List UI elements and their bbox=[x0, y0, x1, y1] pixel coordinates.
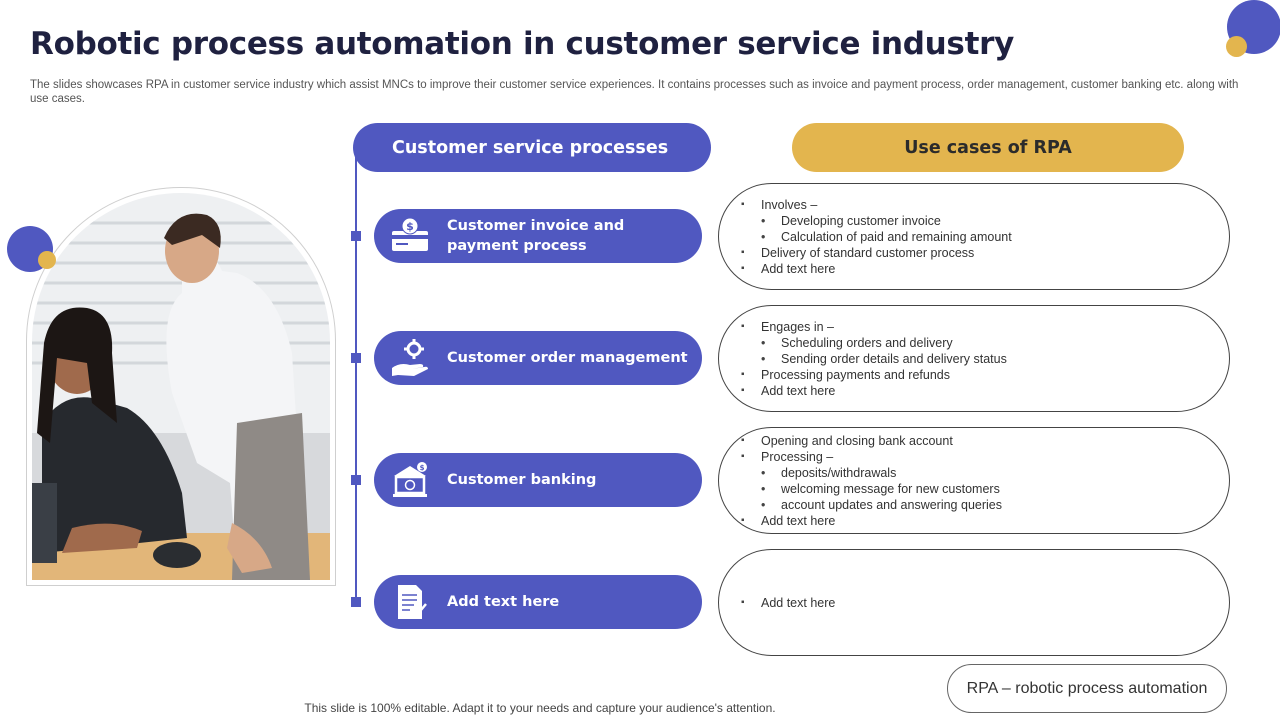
document-icon bbox=[390, 582, 430, 622]
svg-text:$: $ bbox=[420, 464, 425, 472]
use-case-subitem: Sending order details and delivery statu… bbox=[761, 351, 1007, 367]
footer: This slide is 100% editable. Adapt it to… bbox=[0, 701, 1280, 715]
use-case-item: Engages in – bbox=[741, 319, 1007, 335]
photo-frame bbox=[26, 187, 336, 586]
process-label: payment process bbox=[447, 238, 587, 254]
use-case-item: Add text here bbox=[741, 595, 835, 611]
use-case-subitem: Developing customer invoice bbox=[761, 213, 1012, 229]
use-case-subitem: Scheduling orders and delivery bbox=[761, 335, 1007, 351]
page-title: Robotic process automation in customer s… bbox=[30, 26, 1014, 62]
use-case-box-1: Involves – Developing customer invoice C… bbox=[718, 183, 1230, 290]
process-order-management: Customer order management bbox=[374, 331, 702, 385]
use-case-subitem: welcoming message for new customers bbox=[761, 481, 1002, 497]
timeline-marker bbox=[351, 597, 361, 607]
hand-gear-icon bbox=[390, 338, 430, 378]
use-case-item: Opening and closing bank account bbox=[741, 433, 1002, 449]
process-label: Customer banking bbox=[447, 472, 597, 488]
support-team-photo bbox=[32, 193, 330, 580]
timeline-connector bbox=[355, 150, 357, 605]
timeline-marker bbox=[351, 231, 361, 241]
footer-text: This slide is 100% editable. Adapt it to… bbox=[304, 701, 776, 715]
use-case-subitem: deposits/withdrawals bbox=[761, 465, 1002, 481]
use-case-box-3: Opening and closing bank account Process… bbox=[718, 427, 1230, 534]
rpa-definition-note: RPA – robotic process automation bbox=[947, 664, 1227, 713]
use-case-item: Processing payments and refunds bbox=[741, 367, 1007, 383]
use-case-item: Involves – bbox=[741, 197, 1012, 213]
header-use-cases: Use cases of RPA bbox=[792, 123, 1184, 172]
use-case-item: Add text here bbox=[741, 513, 1002, 529]
process-invoice-payment: $ Customer invoice and payment process bbox=[374, 209, 702, 263]
process-label: Customer invoice and bbox=[447, 218, 625, 234]
use-case-item: Add text here bbox=[741, 383, 1007, 399]
use-case-subitem: Calculation of paid and remaining amount bbox=[761, 229, 1012, 245]
timeline-marker bbox=[351, 475, 361, 485]
use-case-item: Delivery of standard customer process bbox=[741, 245, 1012, 261]
use-case-box-4: Add text here bbox=[718, 549, 1230, 656]
deco-circle-small bbox=[1226, 36, 1247, 57]
page-subtitle: The slides showcases RPA in customer ser… bbox=[30, 79, 1239, 105]
deco-circle-left-small bbox=[38, 251, 56, 269]
process-label: Add text here bbox=[447, 594, 560, 610]
use-case-box-2: Engages in – Scheduling orders and deliv… bbox=[718, 305, 1230, 412]
process-label: Customer order management bbox=[447, 350, 688, 366]
bank-icon: $ bbox=[390, 460, 430, 500]
invoice-payment-icon: $ bbox=[390, 216, 430, 256]
use-case-subitem: account updates and answering queries bbox=[761, 497, 1002, 513]
svg-text:$: $ bbox=[406, 220, 414, 233]
header-customer-service-processes: Customer service processes bbox=[353, 123, 711, 172]
timeline-marker bbox=[351, 353, 361, 363]
use-case-item: Add text here bbox=[741, 261, 1012, 277]
process-add-text: Add text here bbox=[374, 575, 702, 629]
process-customer-banking: $ Customer banking bbox=[374, 453, 702, 507]
use-case-item: Processing – bbox=[741, 449, 1002, 465]
